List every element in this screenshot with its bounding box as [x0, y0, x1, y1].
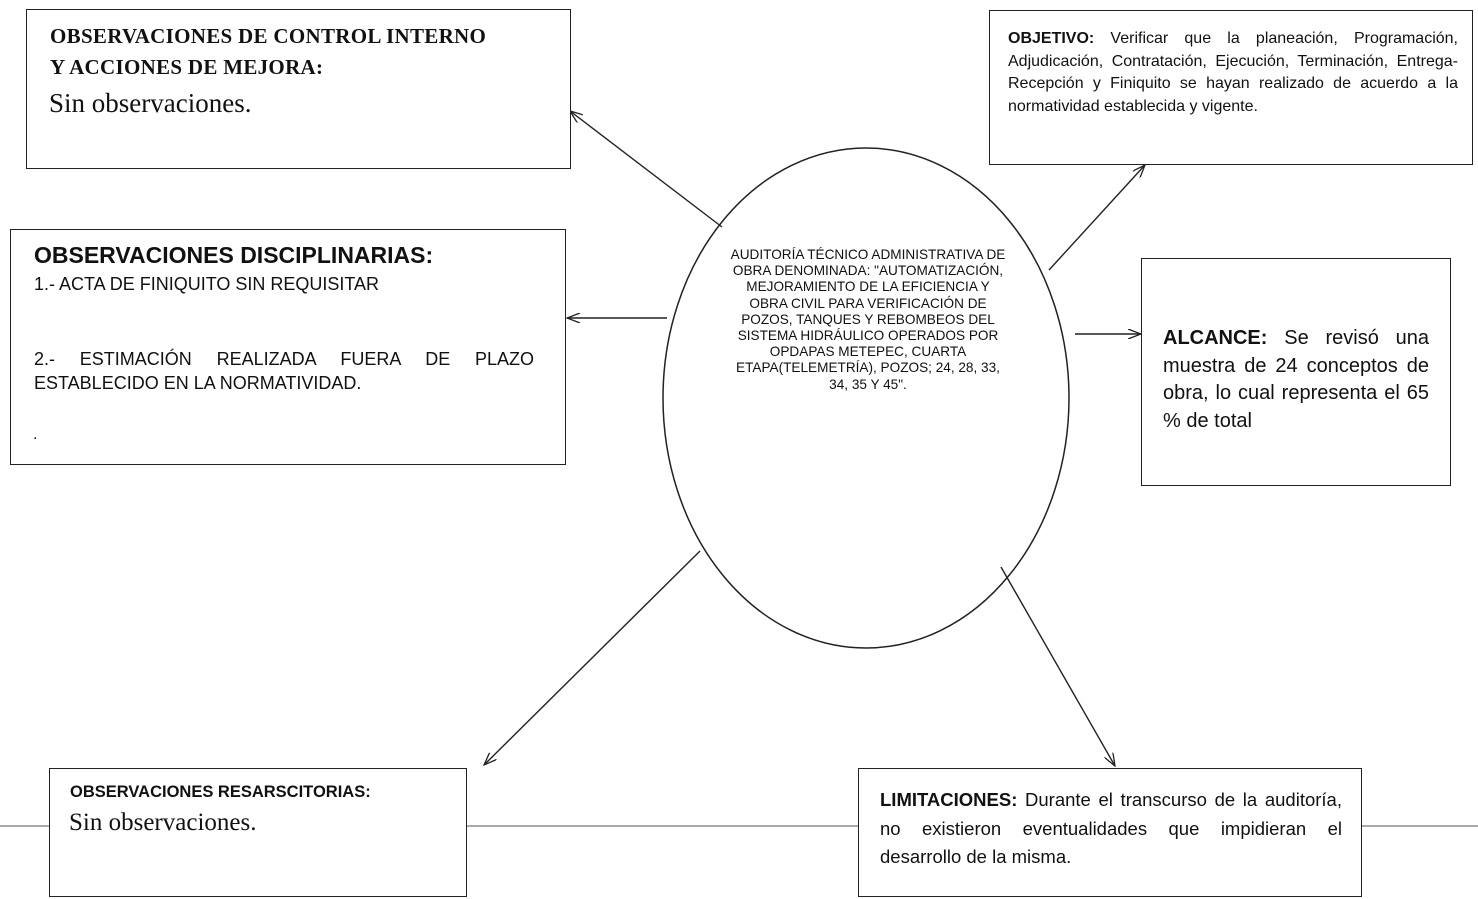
arrow-to-resarcitorias [484, 550, 701, 765]
arrow-to-limitaciones [1000, 566, 1115, 766]
alcance-box: ALCANCE: Se revisó una muestra de 24 con… [1141, 258, 1451, 486]
control-interno-title-line1: OBSERVACIONES DE CONTROL INTERNO [50, 24, 487, 48]
limitaciones-label: LIMITACIONES: [880, 789, 1018, 810]
disciplinarias-trailing-dot: . [33, 426, 38, 443]
limitaciones-text: Durante el transcurso de la auditoría, n… [880, 789, 1342, 867]
center-ellipse [662, 147, 1070, 649]
objetivo-text: Verificar que la planeación, Programació… [1008, 30, 1458, 115]
center-ellipse-text: AUDITORÍA TÉCNICO ADMINISTRATIVA DE OBRA… [730, 247, 1006, 392]
resarcitorias-body: Sin observaciones. [69, 809, 257, 836]
control-interno-box: OBSERVACIONES DE CONTROL INTERNO Y ACCIO… [26, 9, 571, 169]
alcance-paragraph: ALCANCE: Se revisó una muestra de 24 con… [1163, 325, 1429, 435]
alcance-text: Se revisó una muestra de 24 conceptos de… [1163, 327, 1429, 432]
disciplinarias-item-1: 1.- ACTA DE FINIQUITO SIN REQUISITAR [34, 274, 380, 294]
alcance-label: ALCANCE: [1163, 327, 1268, 349]
arrow-to-objetivo [1048, 165, 1145, 271]
resarcitorias-title: OBSERVACIONES RESARSCITORIAS: [70, 783, 371, 801]
arrow-to-control-interno [570, 111, 723, 228]
limitaciones-box: LIMITACIONES: Durante el transcurso de l… [858, 768, 1362, 897]
objetivo-box: OBJETIVO: Verificar que la planeación, P… [989, 10, 1473, 165]
disciplinarias-box: OBSERVACIONES DISCIPLINARIAS: 1.- ACTA D… [10, 229, 566, 465]
objetivo-label: OBJETIVO: [1008, 30, 1095, 47]
control-interno-title-line2: Y ACCIONES DE MEJORA: [50, 55, 324, 79]
control-interno-body: Sin observaciones. [49, 88, 252, 118]
disciplinarias-title: OBSERVACIONES DISCIPLINARIAS: [34, 242, 434, 268]
objetivo-paragraph: OBJETIVO: Verificar que la planeación, P… [1008, 28, 1458, 118]
resarcitorias-box: OBSERVACIONES RESARSCITORIAS: Sin observ… [49, 768, 467, 897]
limitaciones-paragraph: LIMITACIONES: Durante el transcurso de l… [880, 786, 1342, 872]
disciplinarias-item-2: 2.- ESTIMACIÓN REALIZADA FUERA DE PLAZO … [34, 349, 534, 393]
